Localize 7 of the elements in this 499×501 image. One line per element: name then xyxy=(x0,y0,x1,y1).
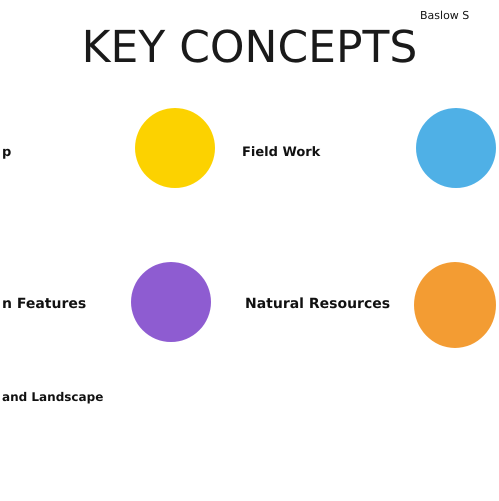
concept-label: Natural Resources xyxy=(245,296,390,312)
concept-label: n Features xyxy=(2,296,86,312)
concept-label: p xyxy=(2,145,12,160)
concept-label: Field Work xyxy=(242,145,320,160)
slide-title: KEY CONCEPTS xyxy=(80,22,418,73)
concept-label: and Landscape xyxy=(2,390,104,404)
header-text: Baslow S xyxy=(420,9,470,22)
